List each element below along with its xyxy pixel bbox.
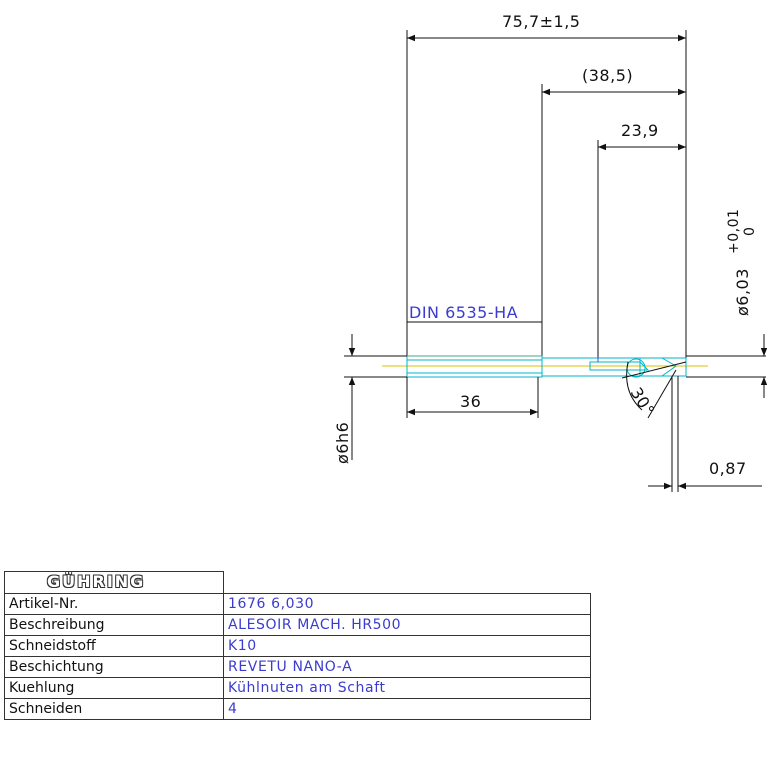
dim-flute-length-text: 23,9 bbox=[621, 121, 659, 140]
shank-label: DIN 6535-HA bbox=[407, 303, 542, 323]
row-value-artikel: 1676 6,030 bbox=[223, 593, 591, 615]
row-key-beschreibung: Beschreibung bbox=[4, 614, 224, 636]
brand-logo: GÜHRING bbox=[4, 571, 224, 594]
row-key-schneiden: Schneiden bbox=[4, 698, 224, 720]
dim-shank-length-text: 36 bbox=[460, 392, 481, 411]
table-row: Beschreibung ALESOIR MACH. HR500 bbox=[4, 614, 591, 636]
dim-diameter-tolerance: ø6,03 +0,01 0 bbox=[686, 209, 767, 398]
row-key-schneidstoff: Schneidstoff bbox=[4, 635, 224, 657]
dim-shank-diameter-text: ø6h6 bbox=[333, 422, 352, 464]
dim-shank-diameter: ø6h6 bbox=[333, 334, 407, 464]
title-block-header: GÜHRING bbox=[4, 571, 591, 594]
row-value-kuehlung: Kühlnuten am Schaft bbox=[223, 677, 591, 699]
shank-label-text: DIN 6535-HA bbox=[409, 303, 518, 322]
row-key-artikel: Artikel-Nr. bbox=[4, 593, 224, 615]
brand-logo-text: GÜHRING bbox=[47, 572, 146, 591]
table-row: Schneidstoff K10 bbox=[4, 635, 591, 657]
dim-diameter-plus: +0,01 bbox=[726, 209, 742, 254]
row-value-beschichtung: REVETU NANO-A bbox=[223, 656, 591, 678]
table-row: Kuehlung Kühlnuten am Schaft bbox=[4, 677, 591, 699]
dim-flute-length: 23,9 bbox=[597, 121, 686, 358]
row-value-beschreibung: ALESOIR MACH. HR500 bbox=[223, 614, 591, 636]
dim-overall-length: 75,7±1,5 bbox=[406, 12, 687, 360]
dim-diameter-text: ø6,03 bbox=[733, 268, 752, 316]
dim-ref-length: (38,5) bbox=[541, 66, 686, 358]
dim-angle: 30° bbox=[621, 361, 687, 419]
header-empty-cell bbox=[223, 571, 591, 594]
row-value-schneidstoff: K10 bbox=[223, 635, 591, 657]
table-row: Beschichtung REVETU NANO-A bbox=[4, 656, 591, 678]
row-key-beschichtung: Beschichtung bbox=[4, 656, 224, 678]
tool-body bbox=[382, 355, 708, 378]
title-block: GÜHRING Artikel-Nr. 1676 6,030 Beschreib… bbox=[4, 571, 591, 720]
dim-angle-text: 30° bbox=[627, 384, 659, 419]
dim-shank-length: 36 bbox=[406, 377, 539, 418]
dim-overall-length-text: 75,7±1,5 bbox=[502, 12, 580, 31]
table-row: Artikel-Nr. 1676 6,030 bbox=[4, 593, 591, 615]
dim-diameter-minus: 0 bbox=[742, 227, 758, 236]
dim-chamfer: 0,87 bbox=[648, 376, 762, 492]
table-row: Schneiden 4 bbox=[4, 698, 591, 720]
row-value-schneiden: 4 bbox=[223, 698, 591, 720]
row-key-kuehlung: Kuehlung bbox=[4, 677, 224, 699]
dim-ref-length-text: (38,5) bbox=[582, 66, 633, 85]
dim-chamfer-text: 0,87 bbox=[709, 459, 747, 478]
